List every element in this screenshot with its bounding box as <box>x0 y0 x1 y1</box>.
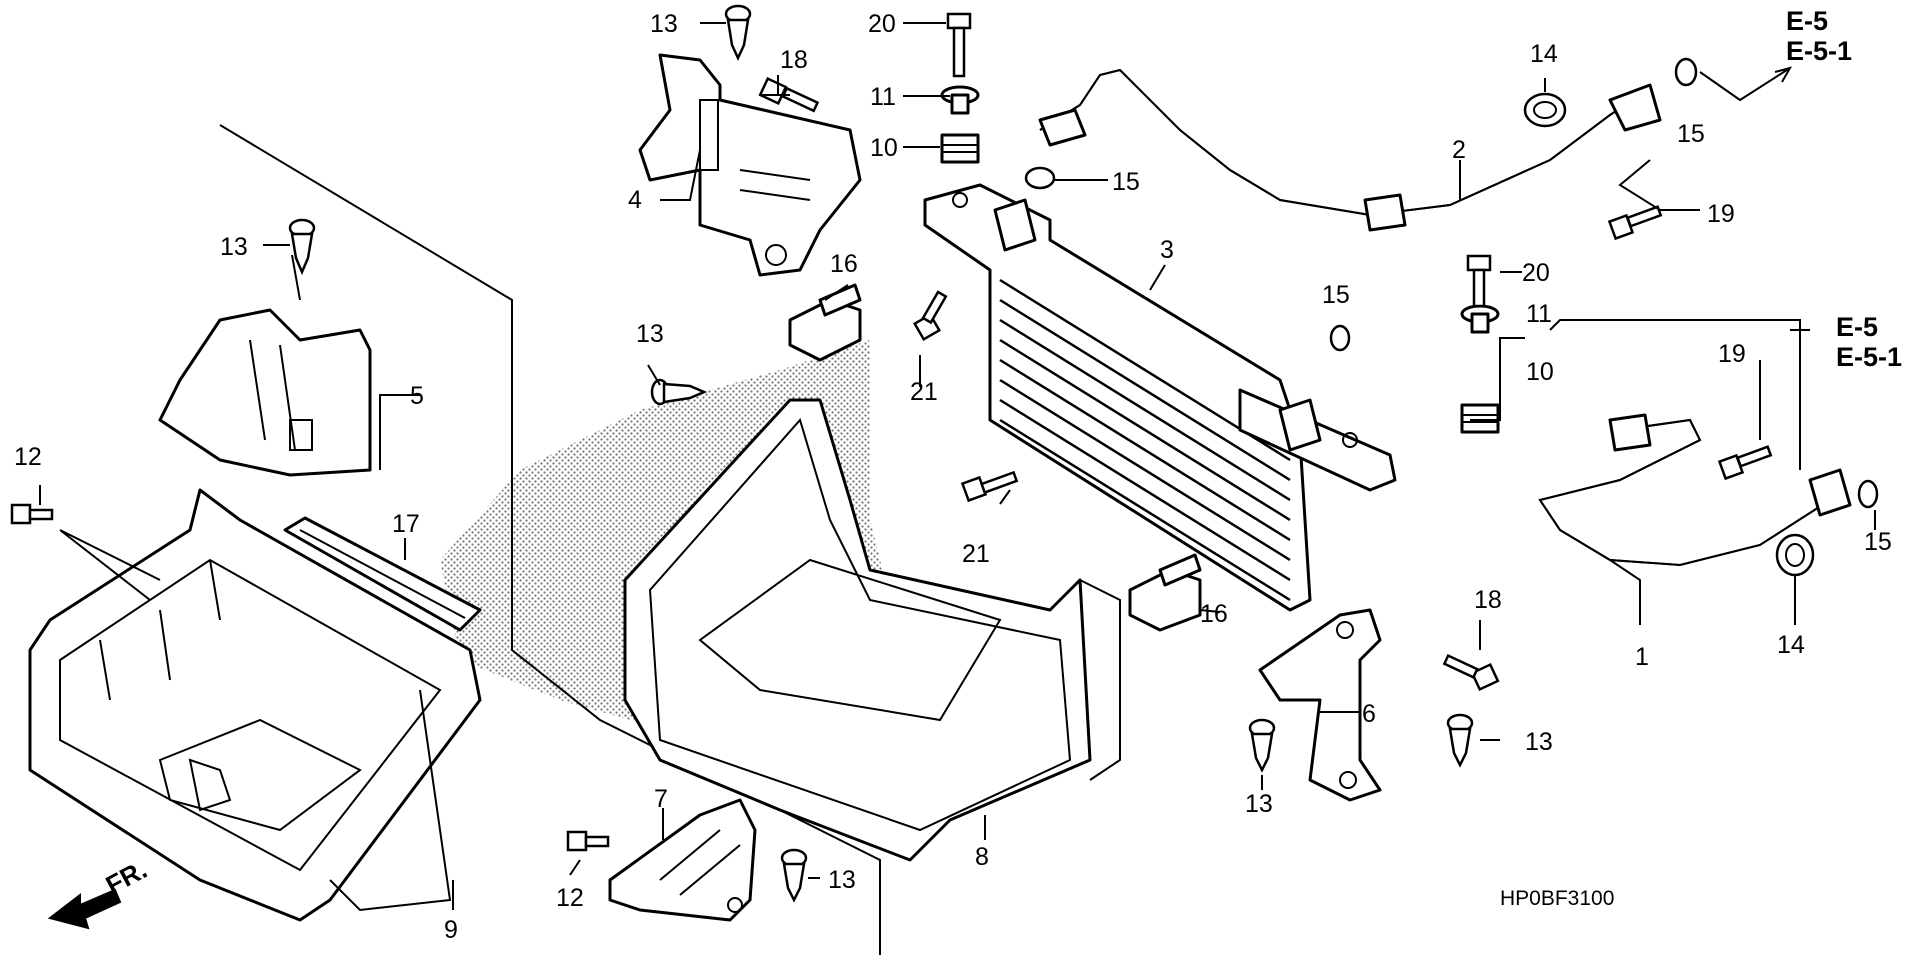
callout-18: 18 <box>780 46 808 74</box>
part-14-clamp-b <box>1775 533 1815 577</box>
part-15-washer-a <box>1024 166 1056 190</box>
callout-16: 16 <box>1200 600 1228 628</box>
callout-13: 13 <box>1525 728 1553 756</box>
callout-19: 19 <box>1718 340 1746 368</box>
callout-15: 15 <box>1112 168 1140 196</box>
part-19-bolt-b <box>1717 445 1773 481</box>
part-15-washer-c <box>1329 324 1351 352</box>
reference-lower-1: E-5 <box>1836 312 1878 342</box>
callout-13: 13 <box>1245 790 1273 818</box>
reference-upper-1: E-5 <box>1786 6 1828 36</box>
part-6-bracket <box>1258 608 1382 802</box>
callout-18: 18 <box>1474 586 1502 614</box>
callout-2: 2 <box>1452 136 1466 164</box>
callout-9: 9 <box>444 916 458 944</box>
part-18-bolt-b <box>1442 653 1500 692</box>
callout-17: 17 <box>392 510 420 538</box>
leader-lines <box>39 22 1876 910</box>
callout-10: 10 <box>870 134 898 162</box>
callout-7: 7 <box>654 785 668 813</box>
frame-line <box>219 124 881 955</box>
callout-4: 4 <box>628 186 642 214</box>
part-15-washer-d <box>1857 479 1879 509</box>
part-16-clip-b <box>1128 553 1202 632</box>
callout-13: 13 <box>650 10 678 38</box>
callout-1: 1 <box>1635 643 1649 671</box>
part-11-collar-a <box>940 85 980 115</box>
callout-8: 8 <box>975 843 989 871</box>
front-arrow-icon <box>47 888 122 930</box>
callout-11: 11 <box>870 83 896 111</box>
reference-lower-2: E-5-1 <box>1836 342 1902 372</box>
callout-21: 21 <box>962 540 990 568</box>
part-2-hose <box>1038 68 1662 232</box>
callout-6: 6 <box>1362 700 1376 728</box>
callout-10: 10 <box>1526 358 1554 386</box>
callout-13: 13 <box>828 866 856 894</box>
part-10-grommet-b <box>1460 403 1500 434</box>
callout-14: 14 <box>1777 631 1805 659</box>
part-9-tray <box>28 488 482 922</box>
diagram-code: HP0BF3100 <box>1500 887 1614 910</box>
part-4-bracket <box>638 53 862 277</box>
part-12-bolt-a <box>10 503 54 525</box>
callout-15: 15 <box>1322 281 1350 309</box>
callout-11: 11 <box>1526 300 1552 328</box>
part-15-washer-b <box>1674 57 1698 87</box>
callout-20: 20 <box>1522 259 1550 287</box>
callout-13: 13 <box>220 233 248 261</box>
part-8-tray <box>623 398 1121 862</box>
callout-14: 14 <box>1530 40 1558 68</box>
callout-12: 12 <box>556 884 584 912</box>
part-13-clip-e <box>1446 713 1474 768</box>
callout-3: 3 <box>1160 236 1174 264</box>
part-13-clip-b <box>288 218 316 276</box>
part-13-clip-d <box>1248 718 1276 773</box>
part-20-bolt-b <box>1466 254 1492 308</box>
callout-15: 15 <box>1677 120 1705 148</box>
reference-upper-2: E-5-1 <box>1786 36 1852 66</box>
part-1-hose <box>1538 413 1852 567</box>
part-21-bolt-a <box>912 290 948 342</box>
part-21-bolt-b <box>960 470 1019 503</box>
part-14-clamp-a <box>1523 92 1567 128</box>
callout-13: 13 <box>636 320 664 348</box>
part-20-bolt-a <box>946 12 972 78</box>
part-10-grommet-a <box>940 133 980 164</box>
callout-19: 19 <box>1707 200 1735 228</box>
callout-12: 12 <box>14 443 42 471</box>
part-19-bolt-a <box>1607 205 1663 241</box>
part-5-bracket <box>158 308 372 477</box>
part-11-collar-b <box>1460 304 1500 334</box>
part-16-clip-a <box>788 283 862 362</box>
part-13-clip-a <box>724 4 752 61</box>
part-12-bolt-b <box>566 830 610 852</box>
callout-15: 15 <box>1864 528 1892 556</box>
callout-5: 5 <box>410 382 424 410</box>
part-13-clip-c <box>650 378 708 406</box>
callout-21: 21 <box>910 378 938 406</box>
callout-16: 16 <box>830 250 858 278</box>
callout-20: 20 <box>868 10 896 38</box>
part-7-bracket <box>608 798 757 922</box>
part-3-oil-cooler <box>923 183 1397 612</box>
part-13-clip-f <box>780 848 808 903</box>
